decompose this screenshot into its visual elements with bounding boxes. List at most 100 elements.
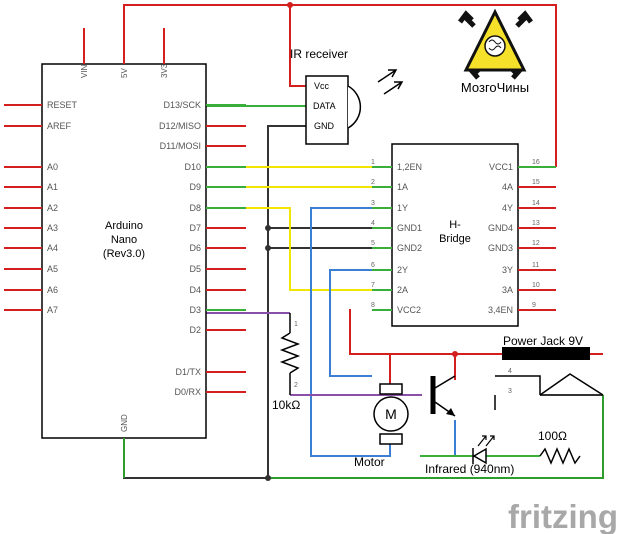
arduino-pin-label: A1 [47,182,58,192]
arduino-pin-label: D3 [189,305,201,315]
resistor-100-label: 100Ω [538,429,567,443]
arduino-pin-label: D4 [189,285,201,295]
jack-pin-4-line [495,375,541,395]
brain-icon [484,35,506,57]
arduino-pin-label: D8 [189,203,201,213]
motor-bottom-terminal [379,433,403,445]
arduino-name-1: Arduino [105,220,143,232]
pin-5v-label: 5V [120,68,129,78]
hbridge-pin-label: 2A [397,285,408,295]
hbridge-pin-label: 4Y [502,203,513,213]
arduino-pin-label: D13/SCK [163,100,201,110]
arduino-pin-label: A4 [47,243,58,253]
jack-pin-4: 4 [508,368,512,375]
power-jack-label: Power Jack 9V [503,334,583,348]
hbridge-pin-label: 3Y [502,265,513,275]
arduino-pin-label: D5 [189,264,201,274]
hbridge-pin-label: GND4 [488,223,513,233]
infrared-label: Infrared (940nm) [425,462,514,476]
transistor-arrow-icon [446,408,455,416]
arduino-pin-label: D11/MOSI [160,141,201,151]
motor[interactable]: M Motor [354,383,409,469]
arduino-pin-label: D6 [189,243,201,253]
arduino-pin-label: D9 [189,182,201,192]
hbridge-pin-number: 12 [532,240,540,247]
resistor-10k-label: 10kΩ [272,398,300,412]
hbridge-pin-number: 10 [532,282,540,289]
led-light-arrows-icon [477,435,495,447]
junction-dot [265,225,271,231]
arduino-pin-label: D1/TX [175,367,201,377]
arduino-pin-label: D10 [184,162,201,172]
hbridge-pin-label: 4A [502,182,513,192]
ir-receiver-dome [347,85,362,129]
wrench-left-icon [458,10,524,80]
hbridge-pin-number: 16 [532,159,540,166]
pin-gnd-label: GND [120,414,129,432]
power-jack-bar [502,347,590,360]
ir-pin-vcc: Vcc [314,81,330,91]
hbridge-pin-number: 14 [532,200,540,207]
infrared-led[interactable]: Infrared (940nm) [425,435,514,476]
hbridge-pin-label: GND3 [488,243,513,253]
hbridge-pin-label: 1Y [397,203,408,213]
arduino-pin-label: A7 [47,305,58,315]
hbridge-pin-number: 11 [532,262,539,269]
ir-pin-data: DATA [313,101,336,111]
logo-text: МозгоЧины [461,80,529,95]
hbridge-pin-number: 2 [371,179,375,186]
resistor-10k[interactable]: 1 2 10kΩ [272,313,300,412]
hbridge-pin-number: 6 [371,262,375,269]
arduino-pin-label: A6 [47,285,58,295]
resistor-10k-pin-1: 1 [294,321,298,328]
h-bridge-title-2: Bridge [439,233,471,245]
transistor-collector [434,375,456,389]
resistor-10k-pin-2: 2 [294,382,298,389]
pin-vin-label: VIN [80,64,89,78]
arduino-pin-label: A3 [47,223,58,233]
hbridge-pin-number: 4 [371,220,375,227]
hbridge-pin-label: 2Y [397,265,408,275]
ir-receiver-title: IR receiver [290,47,348,61]
junction-dot [452,351,458,357]
brand-logo: МозгоЧины [458,8,533,95]
motor-symbol: M [385,406,397,422]
brain-folds [488,39,502,51]
hbridge-pin-number: 9 [532,302,536,309]
hbridge-pin-label: GND2 [397,243,422,253]
transistor[interactable] [430,375,456,417]
arduino-pin-label: AREF [47,121,72,131]
power-jack[interactable]: Power Jack 9V 4 3 [494,334,604,410]
wire-vcc-ir [289,5,306,87]
motor-body [373,396,409,432]
hbridge-pin-label: 1A [397,182,408,192]
junction-dot [287,2,293,8]
resistor-10k-zigzag [279,332,301,374]
hbridge-pin-label: GND1 [397,223,422,233]
hbridge-pin-number: 7 [371,282,375,289]
arduino-pin-label: D7 [189,223,201,233]
arduino-pin-label: A5 [47,264,58,274]
arduino-pin-label: A2 [47,203,58,213]
led-triangle [472,447,487,465]
jack-pin-3: 3 [508,388,512,395]
hbridge-pin-label: VCC2 [397,305,421,315]
hbridge-pin-number: 5 [371,240,375,247]
fritzing-watermark: fritzing [508,498,618,534]
resistor-100[interactable]: 100Ω [538,429,581,465]
wire-gnd-bottom [268,456,604,479]
motor-top-terminal [379,383,403,395]
ir-receiver[interactable]: IR receiver Vcc DATA GND [290,47,404,145]
hbridge-pin-label: 3,4EN [488,305,513,315]
h-bridge-body [391,143,519,327]
arduino-pin-label: D2 [189,325,201,335]
wrench-right-icon [467,10,533,80]
hbridge-pin-number: 8 [371,302,375,309]
arduino-pin-label: D0/RX [174,387,201,397]
